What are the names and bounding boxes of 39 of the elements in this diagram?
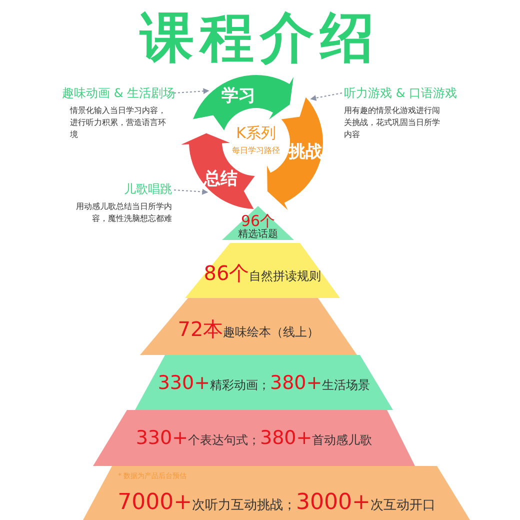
- count-number: 96个: [240, 213, 276, 229]
- layer-text: 首动感儿歌: [312, 433, 372, 447]
- center-subtitle: 每日学习路径: [231, 145, 281, 156]
- pyramid-layer: [93, 410, 415, 466]
- leader-line: [310, 92, 342, 101]
- callout-heading: 儿歌唱跳: [123, 181, 172, 198]
- segment-label: 总结: [202, 168, 238, 190]
- count-number: 3000+: [296, 490, 370, 515]
- layer-text: 自然拼读规则: [249, 268, 322, 282]
- layer-text: 精彩动画；: [210, 378, 270, 392]
- title: 课程介绍: [138, 5, 381, 71]
- pyramid-layer: [135, 355, 393, 410]
- leader-line: [174, 188, 208, 195]
- layer-text: 精选话题: [237, 229, 279, 241]
- leader-line: [174, 88, 210, 94]
- callout-heading: 听力游戏 & 口语游戏: [344, 85, 454, 102]
- pyramid-layer: [222, 206, 294, 240]
- pyramid-layer: [185, 243, 340, 298]
- count-number: 380+: [260, 427, 312, 449]
- callout-text: 情景化输入当日学习内容，进行听力积累，营造语言环境: [70, 105, 167, 141]
- count-number: 330+: [158, 372, 210, 394]
- callout-text: 用有趣的情景化游戏进行闯关挑战，花式巩固当日所学内容: [344, 105, 441, 141]
- layer-text: 个表达句式；: [188, 433, 260, 447]
- count-number: 7000+: [118, 490, 192, 515]
- count-number: 380+: [270, 372, 322, 394]
- count-number: 72本: [178, 316, 224, 340]
- pyramid-layer: [140, 298, 357, 355]
- segment-label: 学习: [220, 84, 257, 107]
- center-title: K系列: [235, 124, 277, 143]
- count-number: 86个: [204, 260, 250, 284]
- layer-text: 次听力互动挑战；: [192, 498, 296, 513]
- callout-text: 用动感儿歌总结当日所学内容，魔性洗脑想忘都难: [75, 201, 172, 225]
- callout-heading: 趣味动画 & 生活剧场: [62, 85, 172, 102]
- count-number: 330+: [136, 427, 188, 449]
- pyramid-layer: [83, 466, 470, 520]
- segment-label: 挑战: [287, 140, 324, 163]
- layer-text: 生活场景: [322, 378, 370, 392]
- layer-text: 次互动开口: [370, 498, 436, 513]
- layer-text: 趣味绘本（线上）: [223, 324, 320, 338]
